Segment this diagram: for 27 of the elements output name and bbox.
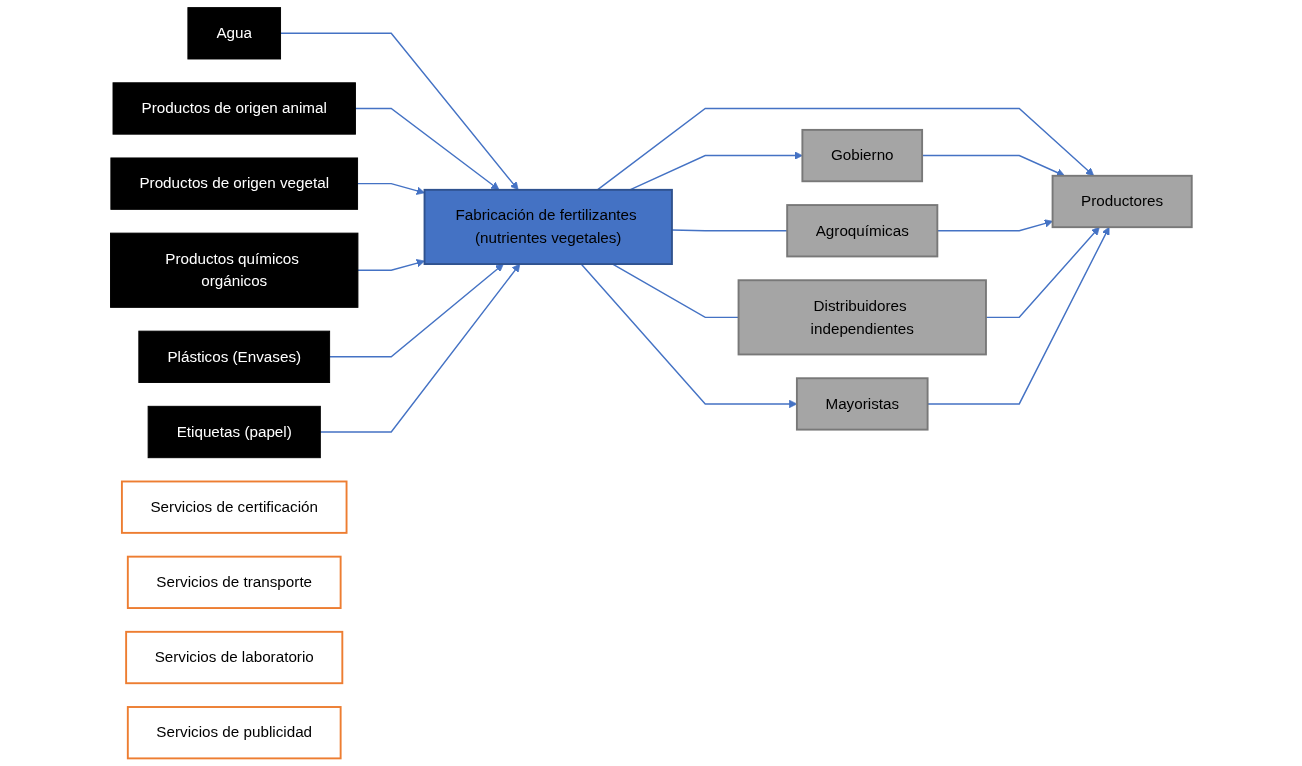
arrow (921, 154, 1065, 177)
node-box: Servicios de transporte (126, 555, 342, 609)
arrow (985, 226, 1100, 319)
node-box: Agroquímicas (786, 204, 939, 258)
node-box: Servicios de certificación (120, 480, 348, 534)
node-box: Mayoristas (795, 377, 929, 431)
node-box: Gobierno (801, 128, 923, 183)
node-box: Fabricación de fertilizantes (nutrientes vegetales) (423, 188, 673, 265)
arrow (319, 263, 521, 433)
arrow (328, 263, 504, 358)
node-box: Productos de origen animal (112, 82, 356, 135)
arrow (596, 107, 1094, 191)
node-box: Distribuidores independientes (737, 279, 987, 356)
arrow (629, 151, 803, 191)
arrow (357, 259, 425, 271)
node-box: Servicios de publicidad (126, 706, 342, 760)
node-box: Etiquetas (papel) (147, 405, 321, 459)
node-box: Productores (1051, 174, 1193, 229)
arrow (356, 182, 425, 195)
node-box: Agua (187, 7, 281, 60)
arrow (354, 107, 500, 191)
node-box: Productos de origen vegetal (110, 157, 358, 210)
arrow (279, 32, 519, 191)
node-box: Plásticos (Envases) (138, 330, 330, 383)
node-box: Productos químicos orgánicos (109, 232, 359, 308)
node-box: Servicios de laboratorio (125, 630, 344, 685)
connector (671, 229, 788, 232)
